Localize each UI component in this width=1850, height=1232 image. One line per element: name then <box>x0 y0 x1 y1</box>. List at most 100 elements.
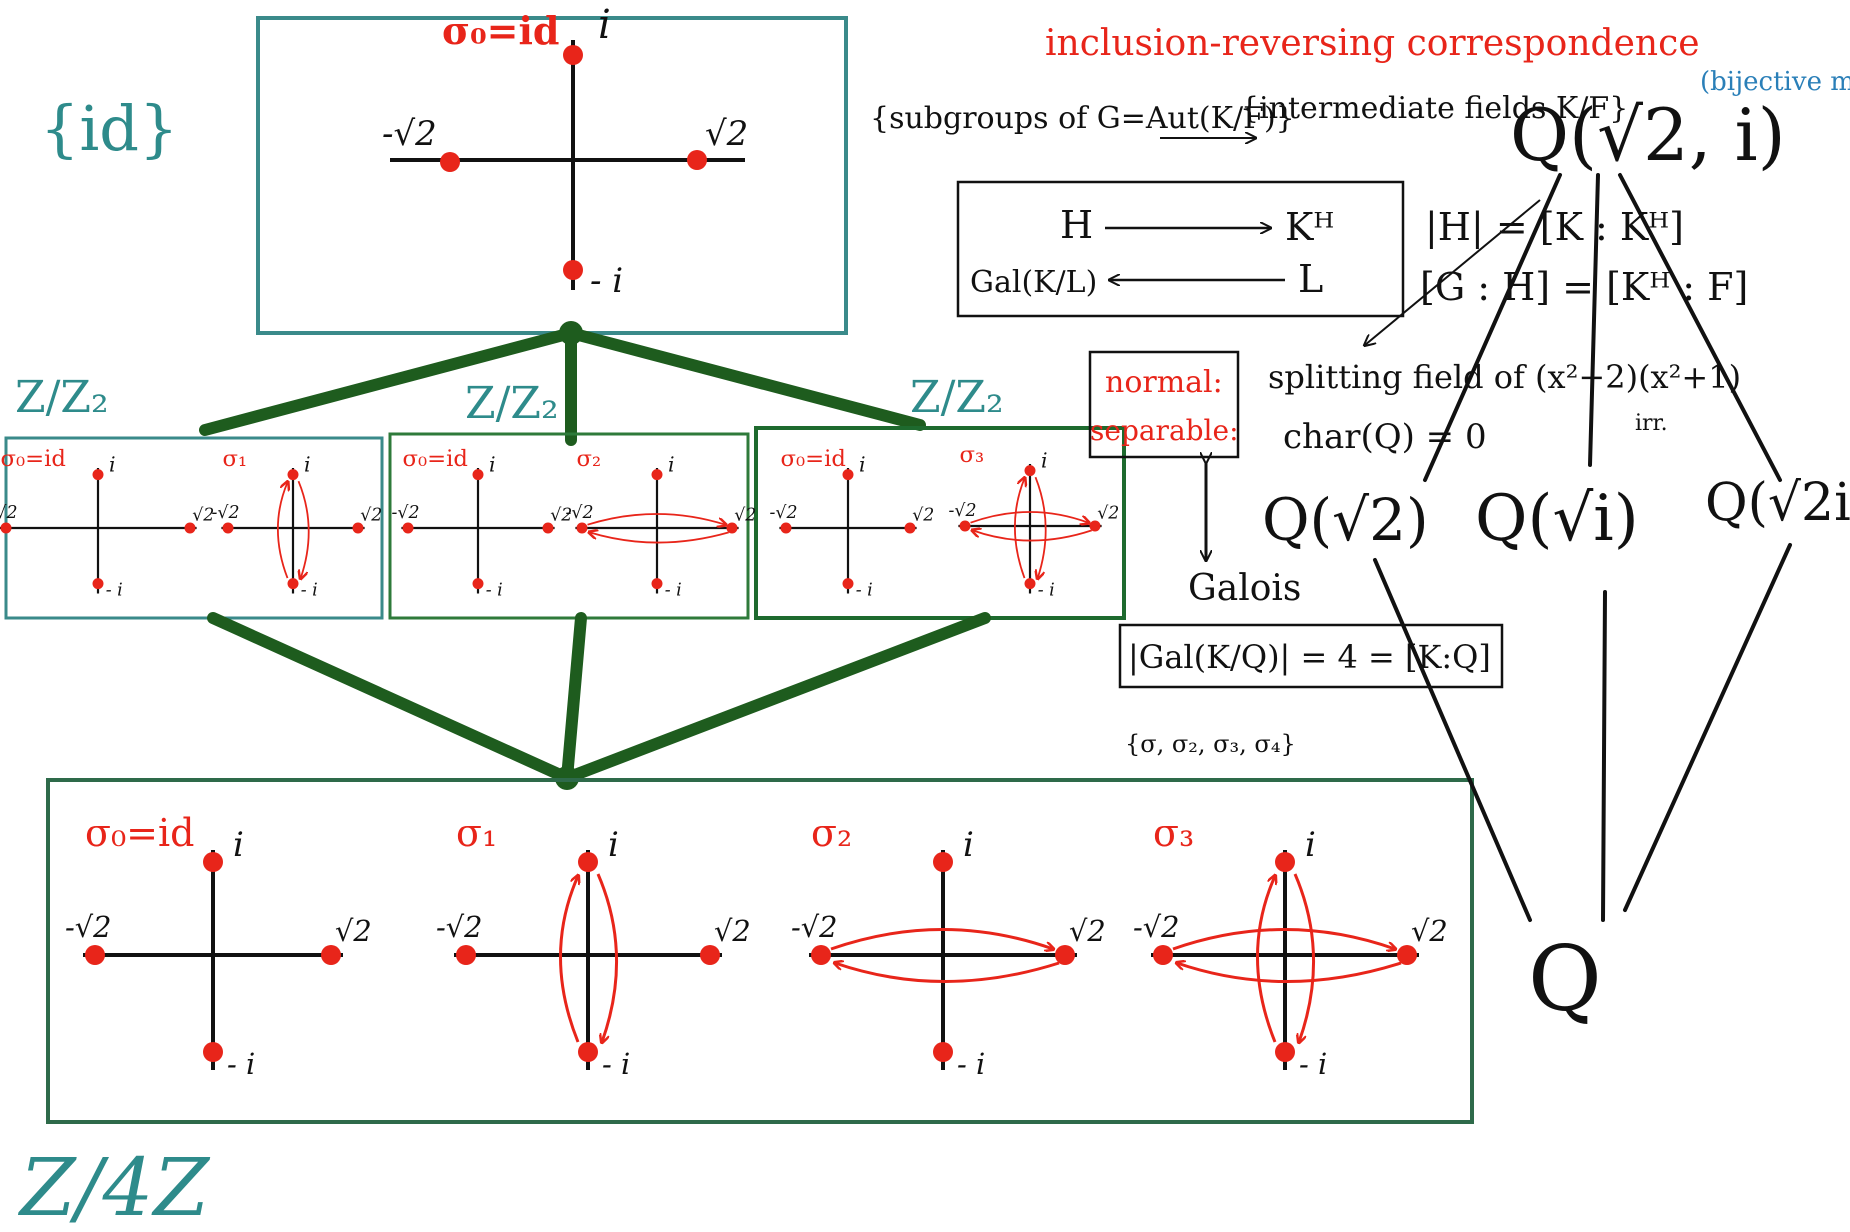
box-gal: Gal(K/L) <box>970 265 1097 300</box>
field-lattice-edges <box>1373 173 1792 922</box>
field-sqrt2i: Q(√2i) <box>1705 473 1850 533</box>
swap-sqrt2-arrow-left <box>835 963 1060 983</box>
root-i <box>1024 465 1036 477</box>
sigma-label: σ₀=id <box>1 446 66 472</box>
root-minus-i <box>578 1042 598 1062</box>
root-i <box>203 852 223 872</box>
root-minus-i <box>472 578 484 590</box>
root-plot-s0: i- i-√2√2σ₀=id <box>770 446 935 601</box>
box-h: H <box>1060 203 1093 247</box>
root-label-i: i <box>668 452 675 476</box>
galois-label: Galois <box>1188 568 1301 609</box>
root-sqrt2 <box>700 945 720 965</box>
root-minus-sqrt2 <box>456 945 476 965</box>
root-sqrt2 <box>1397 945 1417 965</box>
subgroup-box-2 <box>388 432 750 620</box>
root-minus-sqrt2 <box>222 522 234 534</box>
root-label-minus-i: - i <box>486 581 503 601</box>
z2-label-1: Z/Z₂ <box>15 372 109 423</box>
swap-i-arrow-down <box>1293 873 1315 1042</box>
separable-label: separable: <box>1090 414 1239 447</box>
root-label-minus-sqrt2: -√2 <box>949 501 977 521</box>
gal-order-box <box>1118 623 1504 689</box>
root-sqrt2 <box>352 522 364 534</box>
root-sqrt2 <box>542 522 554 534</box>
correspondence-title: inclusion-reversing correspondence <box>1045 23 1700 64</box>
root-i <box>287 469 299 481</box>
normal-separable-box <box>1088 350 1240 459</box>
root-i <box>1275 852 1295 872</box>
field-top: Q(√2, i) <box>1510 93 1786 177</box>
root-label-i: i <box>598 2 611 48</box>
root-label-sqrt2: √2 <box>192 505 214 525</box>
subgroup-box-3 <box>754 426 1126 620</box>
root-minus-i <box>203 1042 223 1062</box>
root-label-sqrt2: √2 <box>1069 914 1106 948</box>
root-sqrt2 <box>184 522 196 534</box>
root-label-minus-i: - i <box>590 261 623 301</box>
lattice-edges-top <box>199 327 926 446</box>
root-label-minus-sqrt2: -√2 <box>1133 910 1180 944</box>
root-label-minus-sqrt2: -√2 <box>65 910 112 944</box>
char-text: char(Q) = 0 <box>1283 417 1487 457</box>
swap-sqrt2-arrow-left <box>590 532 729 544</box>
root-plot-s0: i- i-√2√2σ₀=id <box>392 446 573 601</box>
root-label-minus-sqrt2: -√2 <box>436 910 483 944</box>
root-minus-i <box>1275 1042 1295 1062</box>
irr-text: irr. <box>1635 411 1668 436</box>
swap-i-arrow-up <box>277 482 288 579</box>
sigma-label: σ₁ <box>223 446 248 472</box>
root-sqrt2 <box>321 945 341 965</box>
root-minus-sqrt2 <box>1153 945 1173 965</box>
root-label-sqrt2: √2 <box>360 505 382 525</box>
root-label-minus-i: - i <box>602 1047 630 1081</box>
root-label-minus-i: - i <box>227 1047 255 1081</box>
root-plot-s3: i- i-√2√2σ₃ <box>949 442 1120 601</box>
root-label-minus-sqrt2: -√2 <box>566 503 594 523</box>
root-sqrt2 <box>1089 520 1101 532</box>
root-sqrt2 <box>726 522 738 534</box>
root-minus-i <box>92 578 104 590</box>
box-l: L <box>1298 257 1323 301</box>
root-minus-i <box>842 578 854 590</box>
swap-i-arrow-up <box>1256 876 1276 1043</box>
swap-sqrt2-arrow-left <box>973 530 1092 542</box>
root-label-minus-i: - i <box>301 581 318 601</box>
root-label-minus-i: - i <box>1038 581 1055 601</box>
root-plot-s3: i- i-√2√2σ₃ <box>1133 811 1448 1081</box>
root-minus-sqrt2 <box>576 522 588 534</box>
normal-label: normal: <box>1105 365 1223 400</box>
root-label-sqrt2: √2 <box>550 505 572 525</box>
root-label-sqrt2: √2 <box>714 914 751 948</box>
bijective-note: (bijective map) <box>1700 67 1850 97</box>
root-label-sqrt2: √2 <box>335 914 372 948</box>
swap-i-arrow-down <box>299 480 310 578</box>
swap-sqrt2-arrow-left <box>1177 963 1402 983</box>
swap-i-arrow-down <box>596 873 618 1042</box>
root-label-minus-i: - i <box>957 1047 985 1081</box>
root-label-minus-sqrt2: -√2 <box>770 503 798 523</box>
correspondence-box <box>956 180 1405 318</box>
swap-i-arrow-down <box>1036 476 1047 578</box>
root-label-i: i <box>489 452 496 476</box>
sigma-label: σ₁ <box>456 811 497 855</box>
intermediate-text: {intermediate fields K/F} <box>1240 91 1628 126</box>
box-kh: Kᴴ <box>1285 205 1334 249</box>
root-plot-s2: i- i-√2√2σ₂ <box>566 446 757 601</box>
root-minus-sqrt2 <box>780 522 792 534</box>
root-label-minus-sqrt2: -√2 <box>0 503 18 523</box>
root-label-i: i <box>109 452 116 476</box>
root-sqrt2 <box>904 522 916 534</box>
root-plot-s1: i- i-√2√2σ₁ <box>212 446 383 601</box>
root-label-minus-i: - i <box>856 581 873 601</box>
gal-order-text: |Gal(K/Q)| = 4 = [K:Q] <box>1128 638 1491 676</box>
root-label-minus-sqrt2: -√2 <box>212 503 240 523</box>
root-label-minus-sqrt2: -√2 <box>382 114 437 154</box>
field-sqrti: Q(√i) <box>1475 482 1639 556</box>
sigma-label: σ₂ <box>811 811 852 855</box>
swap-sqrt2-arrow-right <box>587 513 726 525</box>
identity-plot-roots <box>440 45 707 280</box>
